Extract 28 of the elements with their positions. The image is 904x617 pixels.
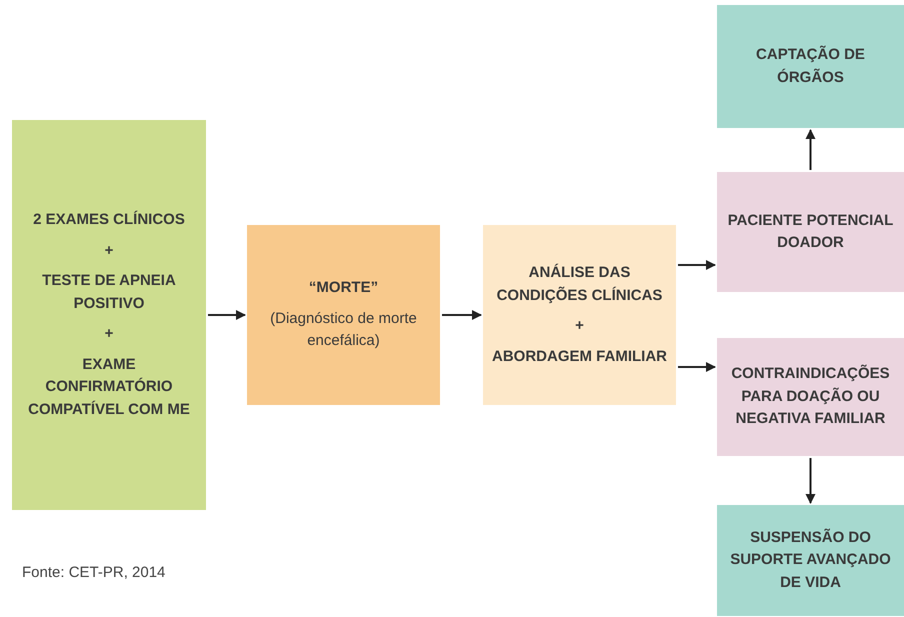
box-text: “MORTE” — [308, 278, 378, 298]
status-box — [717, 172, 904, 292]
box-text: SUSPENSÃO DO SUPORTE AVANÇADO DE VIDA — [729, 528, 892, 593]
box-text: (Diagnóstico de morte encefálica) — [269, 308, 418, 352]
box-text: + — [104, 324, 114, 344]
outcome-box — [717, 505, 904, 616]
arrow — [806, 458, 816, 504]
status-box — [717, 338, 904, 456]
box-text: TESTE DE APNEIA POSITIVO — [41, 271, 177, 314]
box-text: CAPTAÇÃO DE ÓRGÃOS — [755, 44, 866, 88]
box-text: ANÁLISE DAS CONDIÇÕES CLÍNICAS — [496, 262, 664, 306]
box-text: CONTRAINDICAÇÕES PARA DOAÇÃO OU NEGATIVA FAMILIAR — [730, 364, 891, 430]
box-text: + — [575, 316, 584, 336]
source-note: Fonte: CET-PR, 2014 — [22, 564, 166, 581]
outcome-box — [717, 5, 904, 128]
arrow — [208, 310, 246, 320]
arrow — [442, 310, 482, 320]
box-text: ABORDAGEM FAMILIAR — [492, 346, 667, 366]
arrow — [678, 260, 716, 270]
box-text: + — [104, 240, 114, 260]
criteria-box — [12, 120, 206, 510]
box-text: EXAME CONFIRMATÓRIO COMPATÍVEL COM ME — [27, 354, 191, 420]
arrow — [806, 129, 816, 170]
box-text: 2 EXAMES CLÍNICOS — [33, 210, 185, 230]
arrow — [678, 362, 716, 372]
diagnosis-box — [247, 225, 440, 405]
box-text: PACIENTE POTENCIAL DOADOR — [726, 210, 894, 253]
analysis-box — [483, 225, 676, 405]
